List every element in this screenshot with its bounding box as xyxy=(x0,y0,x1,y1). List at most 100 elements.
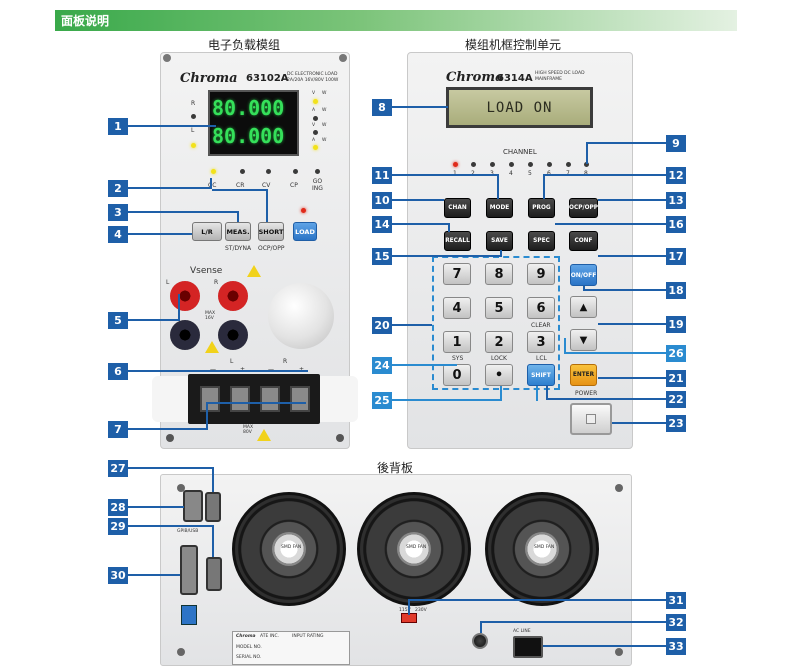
load-terminal-screw[interactable] xyxy=(230,386,250,412)
key-3[interactable]: 3 xyxy=(527,331,555,353)
callout-19: 19 xyxy=(666,316,686,333)
callout-line xyxy=(583,286,585,291)
clear-label: CLEAR xyxy=(531,322,551,329)
key-6[interactable]: 6 xyxy=(527,297,555,319)
fuse-holder[interactable] xyxy=(472,633,488,649)
term-l-label: L xyxy=(166,279,170,286)
callout-line xyxy=(206,402,208,430)
callout-line xyxy=(598,323,666,325)
callout-line xyxy=(598,377,666,379)
key-9[interactable]: 9 xyxy=(527,263,555,285)
callout-line xyxy=(480,621,666,623)
callout-line xyxy=(392,223,448,225)
db9-connector[interactable] xyxy=(183,490,203,522)
load-terminal-screw[interactable] xyxy=(200,386,220,412)
callout-line xyxy=(480,621,482,633)
callout-line xyxy=(408,599,410,615)
callout-20: 20 xyxy=(372,317,392,334)
callout-18: 18 xyxy=(666,282,686,299)
chan-button[interactable]: CHAN xyxy=(444,198,471,218)
rotary-knob[interactable] xyxy=(268,283,334,349)
ac-power-inlet[interactable] xyxy=(513,636,543,658)
callout-13: 13 xyxy=(666,192,686,209)
key-0[interactable]: 0 xyxy=(443,364,471,386)
callout-line xyxy=(536,386,538,401)
unit-a-label: A xyxy=(312,108,316,113)
system-bus-connector[interactable] xyxy=(206,557,222,591)
voltage-115-label: 115V xyxy=(399,608,411,613)
spec-button[interactable]: SPEC xyxy=(528,231,555,251)
callout-22: 22 xyxy=(666,391,686,408)
key-7[interactable]: 7 xyxy=(443,263,471,285)
gpib-connector[interactable] xyxy=(180,545,198,595)
rs232-connector[interactable] xyxy=(205,492,221,522)
plus-label: + xyxy=(299,366,304,373)
down-arrow-button[interactable]: ▼ xyxy=(570,329,597,351)
lr-button[interactable]: L/R xyxy=(192,222,222,241)
screw-icon xyxy=(615,484,623,492)
conf-button[interactable]: CONF xyxy=(569,231,598,251)
screw-icon xyxy=(177,648,185,656)
key-dot[interactable]: • xyxy=(485,364,513,386)
channel-num-5: 5 xyxy=(528,170,532,177)
channel-led-8 xyxy=(584,162,589,167)
serial-no-label: SERIAL NO. xyxy=(236,655,262,660)
screw-icon xyxy=(166,434,174,442)
callout-25: 25 xyxy=(372,392,392,409)
unit-w-label: W xyxy=(322,138,327,143)
prog-button[interactable]: PROG xyxy=(528,198,555,218)
callout-line xyxy=(128,187,212,189)
warning-icon xyxy=(257,429,271,441)
mainframe-desc-line2: MAINFRAME xyxy=(535,77,562,82)
up-arrow-button[interactable]: ▲ xyxy=(570,296,597,318)
lock-label: LOCK xyxy=(491,355,507,362)
dip-switch[interactable] xyxy=(181,605,197,625)
callout-16: 16 xyxy=(666,216,686,233)
rear-panel-title: 後背板 xyxy=(377,461,414,475)
shift-button[interactable]: SHIFT xyxy=(527,364,555,386)
warning-icon xyxy=(205,341,219,353)
mode-button[interactable]: MODE xyxy=(486,198,513,218)
side-r-label: R xyxy=(191,100,196,107)
meas-button[interactable]: MEAS. xyxy=(225,222,251,241)
callout-26: 26 xyxy=(666,345,686,362)
load-terminal-screw[interactable] xyxy=(260,386,280,412)
callout-line xyxy=(586,142,588,164)
callout-line xyxy=(392,255,500,257)
ocp-opp-button[interactable]: OCP/OPP xyxy=(569,198,598,218)
vsense-l-minus-terminal[interactable] xyxy=(170,320,200,350)
vsense-r-plus-terminal[interactable] xyxy=(218,281,248,311)
callout-line xyxy=(128,211,239,213)
key-1[interactable]: 1 xyxy=(443,331,471,353)
fan-hub-icon xyxy=(397,532,431,566)
load-display xyxy=(208,90,299,156)
vsense-l-plus-terminal[interactable] xyxy=(170,281,200,311)
callout-11: 11 xyxy=(372,167,392,184)
callout-line xyxy=(128,574,180,576)
callout-17: 17 xyxy=(666,248,686,265)
side-l-led xyxy=(191,143,196,148)
channel-num-7: 7 xyxy=(566,170,570,177)
key-2[interactable]: 2 xyxy=(485,331,513,353)
load-desc-line2: 2A/20A 16V/80V 100W xyxy=(287,78,339,83)
recall-button[interactable]: RECALL xyxy=(444,231,471,251)
unit-w-label: W xyxy=(322,91,327,96)
enter-button[interactable]: ENTER xyxy=(570,364,597,386)
unit-a-led xyxy=(313,116,318,121)
callout-line xyxy=(392,199,444,201)
load-terminal-screw[interactable] xyxy=(290,386,310,412)
section-header: 面板说明 xyxy=(55,10,737,31)
load-button[interactable]: LOAD xyxy=(293,222,317,241)
short-button[interactable]: SHORT xyxy=(258,222,284,241)
channel-led-1 xyxy=(453,162,458,167)
key-8[interactable]: 8 xyxy=(485,263,513,285)
save-button[interactable]: SAVE xyxy=(486,231,513,251)
callout-line xyxy=(408,599,666,601)
callout-27: 27 xyxy=(108,460,128,477)
on-off-button[interactable]: ON/OFF xyxy=(570,264,597,286)
screw-icon xyxy=(615,648,623,656)
vsense-r-minus-terminal[interactable] xyxy=(218,320,248,350)
key-5[interactable]: 5 xyxy=(485,297,513,319)
key-4[interactable]: 4 xyxy=(443,297,471,319)
max-16v-label: MAX 16V xyxy=(205,311,216,321)
